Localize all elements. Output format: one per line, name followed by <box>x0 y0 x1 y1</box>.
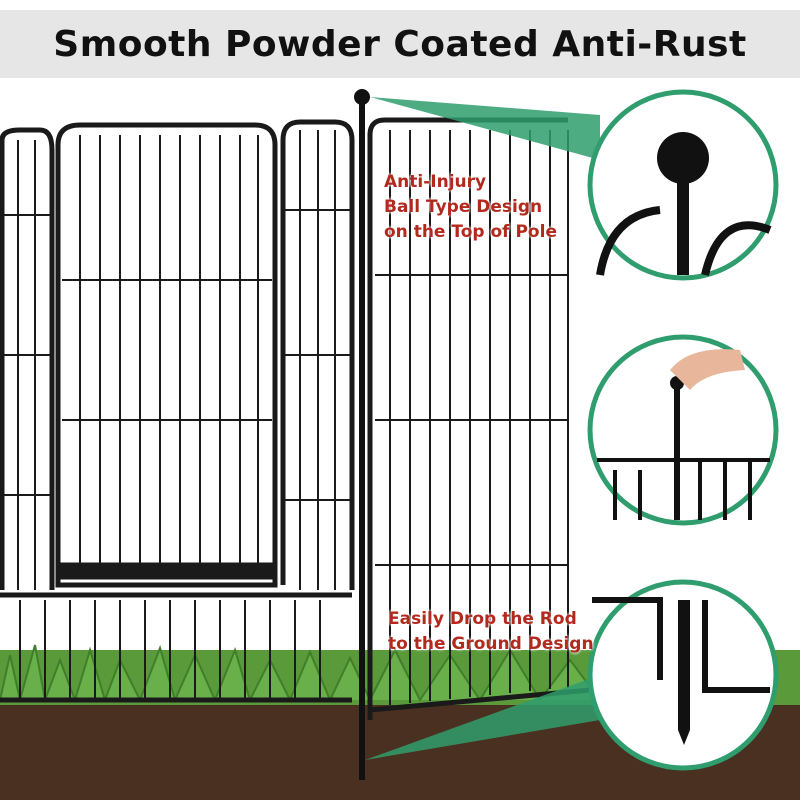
header-banner: Smooth Powder Coated Anti-Rust <box>0 10 800 78</box>
callout-line: Anti-Injury <box>384 172 487 192</box>
pole-ball <box>354 89 370 105</box>
fence-frames <box>0 117 591 720</box>
callout-line: Easily Drop the Rod <box>388 609 577 629</box>
fence-bars <box>0 130 569 705</box>
detail-circle-hand-lift <box>587 334 779 526</box>
connector-top <box>370 97 600 160</box>
callout-line: Ball Type Design <box>384 197 543 217</box>
callout-drop-rod: Easily Drop the Rod to the Ground Design <box>388 607 594 657</box>
detail-circle-rod-ground <box>587 579 779 771</box>
callout-line: on the Top of Pole <box>384 222 557 242</box>
header-title: Smooth Powder Coated Anti-Rust <box>53 23 747 65</box>
callout-anti-injury: Anti-Injury Ball Type Design on the Top … <box>384 170 557 245</box>
callout-line: to the Ground Design <box>388 634 594 654</box>
connector-bottom <box>365 675 600 760</box>
detail-circle-ball-top <box>587 89 779 281</box>
